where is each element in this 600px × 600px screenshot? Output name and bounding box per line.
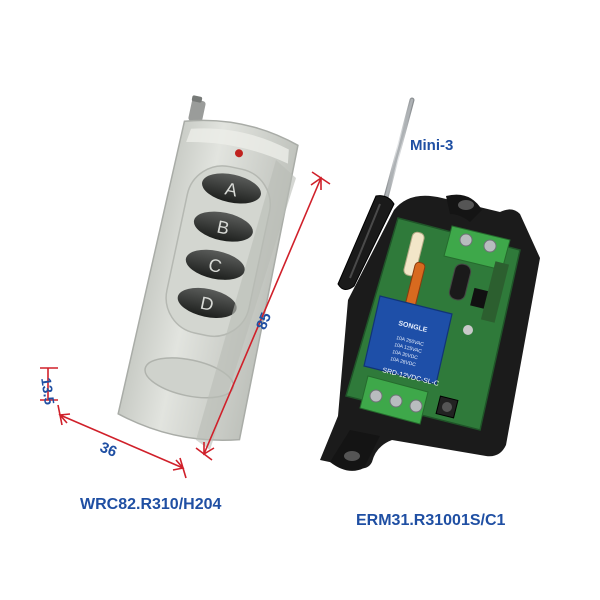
button-b: B bbox=[193, 211, 253, 242]
top-terminal-block bbox=[443, 225, 511, 271]
screwdriver-label: Mini-3 bbox=[410, 137, 454, 154]
receiver-model-label: ERM31.R31001S/C1 bbox=[356, 512, 506, 529]
remote-control: A B C D bbox=[117, 95, 299, 450]
remote-antenna bbox=[188, 95, 206, 123]
dim-thickness: 13.5 bbox=[38, 377, 58, 406]
svg-text:B: B bbox=[215, 217, 231, 239]
button-d: D bbox=[177, 287, 237, 318]
bottom-terminal-block bbox=[359, 375, 429, 425]
learn-button bbox=[435, 395, 459, 419]
svg-text:C: C bbox=[207, 255, 224, 277]
button-c: C bbox=[185, 249, 245, 280]
button-a: A bbox=[202, 173, 261, 204]
remote-model-label: WRC82.R310/H204 bbox=[80, 496, 222, 513]
screwdriver bbox=[337, 97, 415, 290]
relay: SONGLE 10A 250VAC 10A 125VAC 10A 30VDC 1… bbox=[363, 295, 453, 388]
svg-text:A: A bbox=[223, 178, 239, 200]
dimension-annotations bbox=[40, 171, 331, 479]
dim-width: 36 bbox=[97, 439, 119, 461]
dim-length: 85 bbox=[253, 310, 275, 332]
svg-text:D: D bbox=[199, 293, 216, 315]
receiver-module: SONGLE 10A 250VAC 10A 125VAC 10A 30VDC 1… bbox=[320, 194, 540, 471]
led-indicator bbox=[234, 149, 243, 158]
